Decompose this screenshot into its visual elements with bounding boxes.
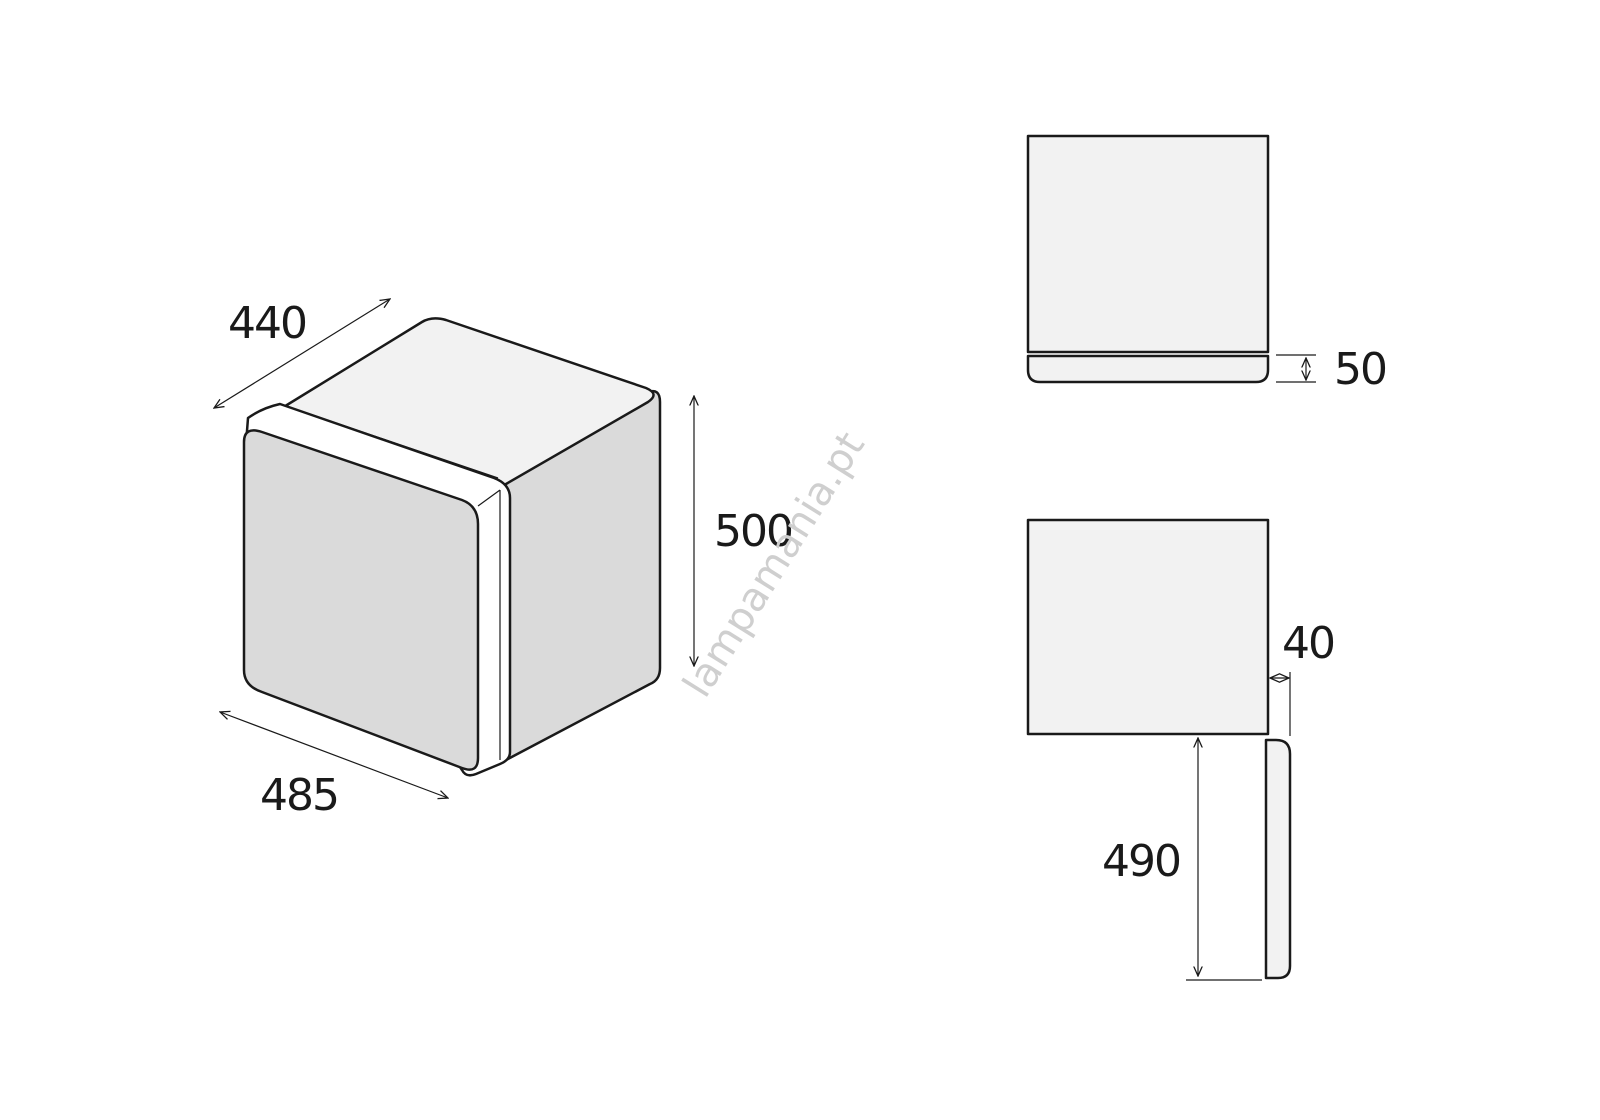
width-arrow xyxy=(220,712,448,798)
height-label: 500 xyxy=(714,506,792,557)
isometric-pouf xyxy=(242,317,662,777)
seat-block xyxy=(1026,134,1270,354)
side-block xyxy=(1026,518,1270,736)
width-label: 485 xyxy=(260,770,338,821)
watermark: lampamania.pt xyxy=(674,424,873,705)
depth-arrow xyxy=(214,299,390,408)
depth-label: 440 xyxy=(228,298,306,349)
side-view: 40 490 xyxy=(1026,518,1336,981)
band-side-line xyxy=(477,489,501,760)
cube-front-face xyxy=(242,429,480,771)
front-height-label: 490 xyxy=(1102,836,1180,887)
top-panel xyxy=(1026,354,1270,384)
band-edge-line xyxy=(279,403,499,479)
top-panel-label: 50 xyxy=(1334,344,1386,395)
front-view-top-panel: 50 xyxy=(1026,134,1388,395)
side-panel-label: 40 xyxy=(1282,618,1334,669)
side-panel xyxy=(1264,738,1292,980)
